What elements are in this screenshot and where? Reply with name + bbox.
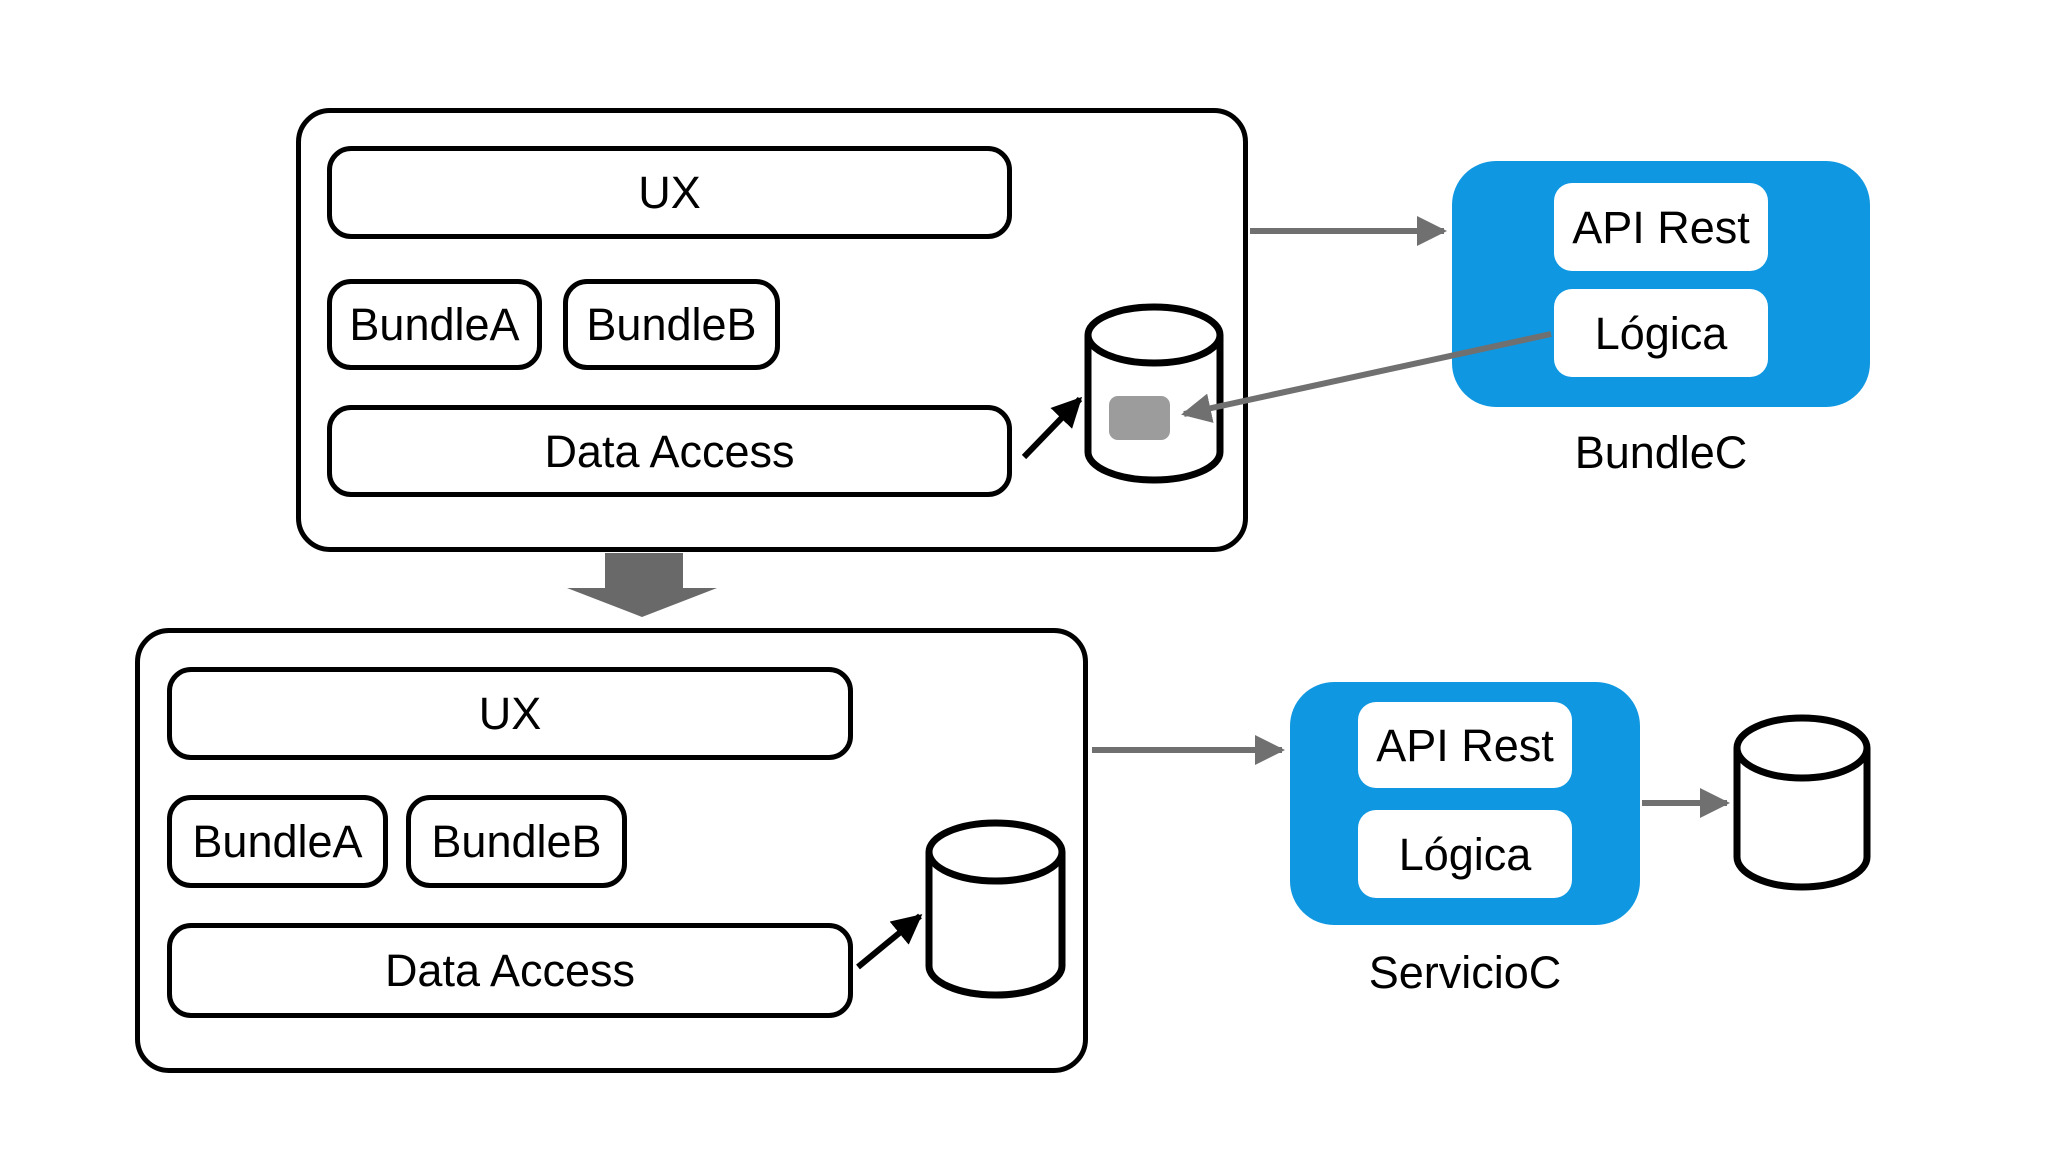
bundle-c-api-rest-label: API Rest — [1572, 201, 1750, 253]
top-bundle-b-box: BundleB — [563, 279, 780, 370]
servicio-c-logica-label: Lógica — [1398, 828, 1532, 880]
monolith-top-container: UX BundleA BundleB Data Access — [296, 108, 1248, 552]
servicio-c-group: API Rest Lógica — [1290, 682, 1640, 925]
bottom-ux-label: UX — [478, 688, 542, 739]
transform-down-arrow-icon — [567, 553, 717, 617]
bundle-c-caption: BundleC — [1452, 425, 1870, 479]
top-bundle-b-label: BundleB — [586, 299, 757, 350]
servicio-c-api-rest-label: API Rest — [1376, 719, 1554, 771]
service-database-icon — [1733, 714, 1871, 891]
monolith-bottom-container: UX BundleA BundleB Data Access — [135, 628, 1088, 1073]
servicio-c-logica-box: Lógica — [1358, 810, 1572, 898]
servicio-c-api-rest-box: API Rest — [1358, 702, 1572, 788]
top-ux-box: UX — [327, 146, 1012, 239]
servicio-c-caption: ServicioC — [1290, 945, 1640, 999]
bottom-bundle-a-box: BundleA — [167, 795, 388, 888]
bottom-data-access-box: Data Access — [167, 923, 853, 1018]
bottom-bundle-b-label: BundleB — [431, 816, 602, 867]
top-data-access-box: Data Access — [327, 405, 1012, 497]
bundle-c-logica-label: Lógica — [1594, 307, 1728, 359]
top-bundle-a-box: BundleA — [327, 279, 542, 370]
top-ux-label: UX — [638, 167, 701, 218]
bottom-bundle-a-label: BundleA — [192, 816, 363, 867]
bundle-c-logica-box: Lógica — [1554, 289, 1768, 377]
bundle-c-group: API Rest Lógica — [1452, 161, 1870, 407]
top-data-access-label: Data Access — [544, 425, 795, 477]
bottom-ux-box: UX — [167, 667, 853, 760]
bottom-bundle-b-box: BundleB — [406, 795, 627, 888]
servicio-c-caption-text: ServicioC — [1368, 946, 1562, 998]
bottom-data-access-label: Data Access — [384, 945, 636, 996]
top-bundle-a-label: BundleA — [349, 299, 520, 350]
bundle-c-api-rest-box: API Rest — [1554, 183, 1768, 271]
bundle-c-caption-text: BundleC — [1574, 426, 1748, 478]
